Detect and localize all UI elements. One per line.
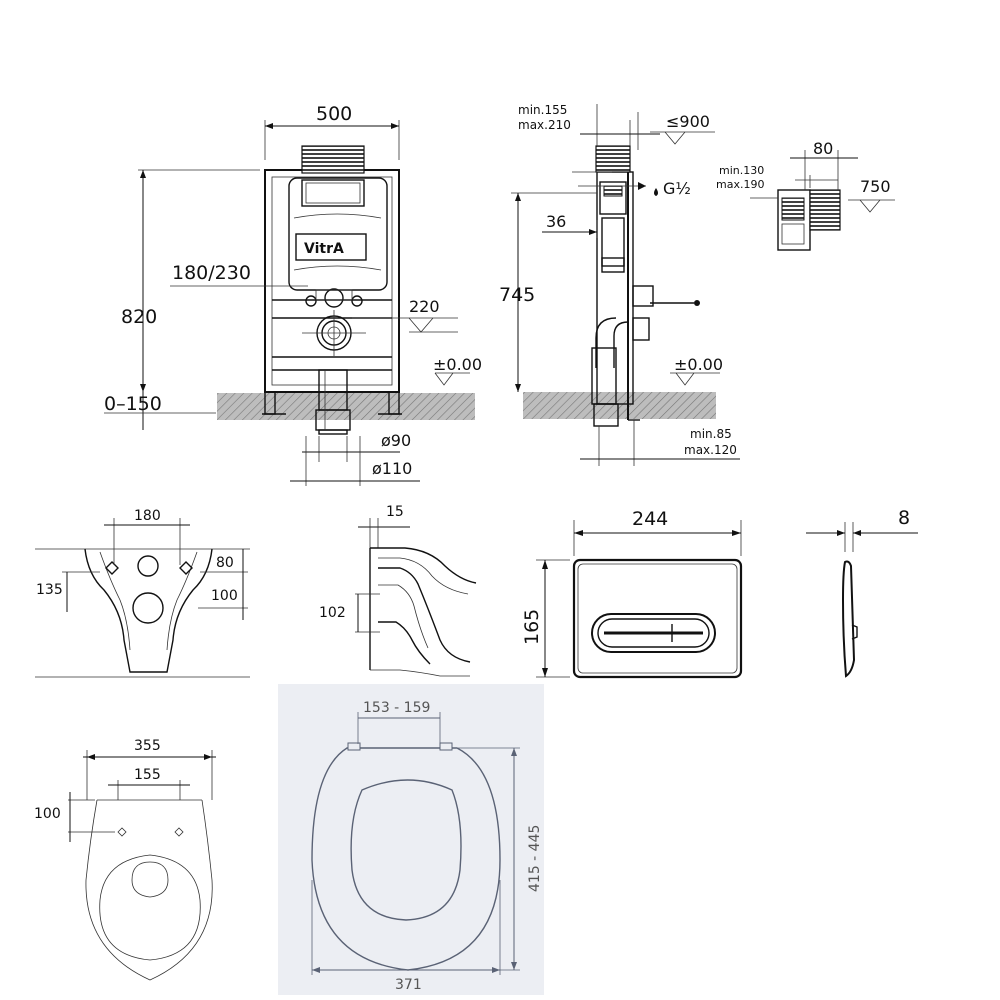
flush-plate-height-label: 165 xyxy=(521,609,543,645)
pan-top-depth-label: 100 xyxy=(34,806,61,822)
dim-depth-min: min.155 xyxy=(518,103,567,117)
dim-max-depth-label: ≤900 xyxy=(666,112,710,131)
pan-rear-upper-label: 80 xyxy=(216,555,234,571)
seat-length-label: 415 - 445 xyxy=(527,825,543,892)
floor-front xyxy=(217,393,475,420)
flush-plate-thickness-label: 8 xyxy=(898,507,910,529)
level-front-label: ±0.00 xyxy=(433,355,482,374)
level-marker-side xyxy=(670,372,720,386)
seat-view xyxy=(278,684,544,995)
pan-rear-view xyxy=(35,518,250,678)
dim-width-front-label: 500 xyxy=(316,103,352,125)
pan-top-inner-label: 155 xyxy=(134,767,161,783)
dim-adjust-label: 0–150 xyxy=(104,393,162,415)
dim-offset xyxy=(542,220,598,238)
dim-height-side xyxy=(511,192,597,392)
dim-width-front xyxy=(264,120,400,160)
level-side-label: ±0.00 xyxy=(674,355,723,374)
dim-pipe-diameters xyxy=(290,436,420,486)
detail-min-label: min.130 xyxy=(719,164,764,177)
dim-offset-label: 36 xyxy=(546,212,566,231)
pan-rear-width-label: 180 xyxy=(134,508,161,524)
dim-outlet-label: 220 xyxy=(409,297,440,316)
pan-section-height-label: 102 xyxy=(319,605,346,621)
pan-top-view xyxy=(68,750,216,981)
level-marker-front xyxy=(434,372,470,386)
dim-d110-label: ø110 xyxy=(372,459,412,478)
water-inlet xyxy=(572,171,658,196)
detail-width-label: 80 xyxy=(813,139,833,158)
brand-logo: VitrA xyxy=(304,241,344,257)
drain-pipe-front xyxy=(315,369,351,435)
dim-flush-label: 180/230 xyxy=(172,262,251,284)
flush-plate-width-label: 244 xyxy=(632,508,668,530)
dim-height-front-label: 820 xyxy=(121,306,157,328)
dim-clearance-max: max.120 xyxy=(684,443,737,457)
flush-plate-front xyxy=(536,520,743,679)
pan-connections xyxy=(302,288,366,356)
pan-section-view xyxy=(355,518,477,677)
dim-depth xyxy=(580,104,660,146)
detail-max-label: max.190 xyxy=(716,178,764,191)
pan-section-top-label: 15 xyxy=(386,504,404,520)
dim-max-depth xyxy=(637,112,715,150)
dim-clearance xyxy=(580,420,740,466)
inlet-label: G½ xyxy=(663,179,691,198)
dim-depth-max: max.210 xyxy=(518,118,571,132)
front-view: VitrA 500 xyxy=(104,103,482,486)
pan-rear-lower-label: 100 xyxy=(211,588,238,604)
pan-top-width-label: 355 xyxy=(134,738,161,754)
detail-level-label: 750 xyxy=(860,177,891,196)
dim-outlet xyxy=(352,317,458,333)
dim-adjust xyxy=(104,380,216,430)
cistern-front xyxy=(288,177,388,291)
dim-height-side-label: 745 xyxy=(499,284,535,306)
side-view: min.155 max.210 ≤900 G½ 36 74 xyxy=(499,103,740,466)
flush-grille-front xyxy=(301,145,365,174)
detail-view xyxy=(750,150,895,251)
dim-d90-label: ø90 xyxy=(381,431,411,450)
floor-side xyxy=(523,392,716,419)
dim-height-front xyxy=(138,169,260,392)
seat-width-label: 371 xyxy=(395,977,422,993)
dim-clearance-min: min.85 xyxy=(690,427,732,441)
pan-rear-total-label: 135 xyxy=(36,582,63,598)
flush-plate-side xyxy=(806,522,918,678)
seat-hinge-label: 153 - 159 xyxy=(363,700,430,716)
